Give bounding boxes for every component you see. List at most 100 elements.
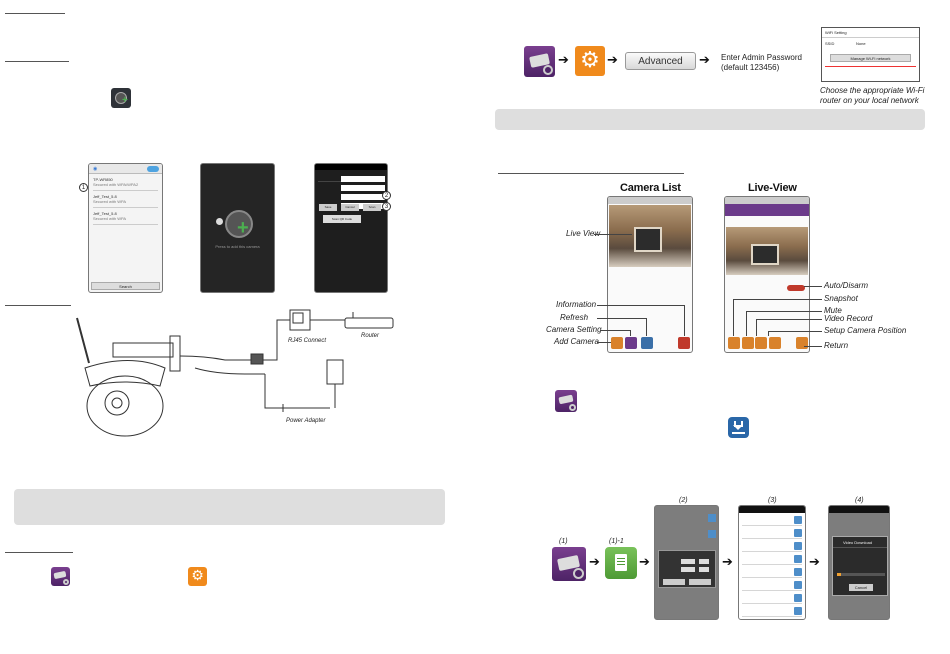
camera-app-icon — [51, 567, 70, 586]
step-marker: 1 — [79, 183, 88, 192]
power-adapter-label: Power Adapter — [286, 418, 326, 424]
add-camera-button[interactable] — [611, 337, 623, 349]
flow-arrow: ➔ — [809, 555, 820, 570]
setup-position-button[interactable] — [769, 337, 781, 349]
flow-arrow: ➔ — [589, 555, 600, 570]
download-icon[interactable] — [794, 542, 802, 550]
camera-setting-button[interactable] — [625, 337, 637, 349]
scan-qr-button[interactable]: Scan QR Code — [323, 215, 361, 223]
information-label: Information — [556, 300, 597, 309]
form-field[interactable] — [341, 185, 385, 191]
ssid-value: None — [856, 41, 866, 46]
download-icon[interactable] — [794, 529, 802, 537]
dialog-title: Video Download — [833, 537, 887, 548]
download-icon[interactable] — [794, 516, 802, 524]
cancel-button[interactable] — [689, 579, 711, 585]
dialog-box — [658, 550, 716, 588]
live-view-screen — [724, 196, 810, 353]
leader-line — [646, 318, 647, 336]
step-marker: 2 — [382, 191, 391, 200]
video-file-list-screen — [738, 505, 806, 620]
live-view-title: Live-View — [748, 182, 797, 194]
manage-wifi-button[interactable]: Manage Wi-Fi network — [830, 54, 911, 62]
refresh-label: Refresh — [560, 313, 589, 322]
settings-gear-icon: ⚙ — [188, 567, 207, 586]
choose-wifi-caption: router on your local network — [820, 96, 919, 105]
download-icon[interactable] — [794, 594, 802, 602]
camera-app-icon — [524, 46, 555, 77]
mute-button[interactable] — [742, 337, 754, 349]
flow-arrow: ➔ — [558, 53, 569, 68]
video-record-label: Video Record — [824, 314, 873, 323]
list-item[interactable] — [742, 567, 802, 578]
cancel-button[interactable]: Cancel — [341, 204, 359, 211]
info-banner — [495, 109, 925, 130]
mute-label: Mute — [824, 306, 842, 315]
enter-password-text: Enter Admin Password — [721, 53, 802, 62]
download-icon[interactable] — [794, 607, 802, 615]
list-item[interactable] — [742, 554, 802, 565]
return-button[interactable] — [796, 337, 808, 349]
section-rule — [5, 61, 69, 62]
refresh-button[interactable] — [641, 337, 653, 349]
router-label: Router — [361, 333, 380, 339]
save-button[interactable]: Save — [319, 204, 337, 211]
leader-line — [768, 331, 769, 336]
list-item[interactable] — [742, 580, 802, 591]
camera-app-icon — [555, 390, 577, 412]
download-icon[interactable] — [794, 555, 802, 563]
leader-line — [756, 319, 757, 336]
search-button[interactable]: Search — [91, 282, 160, 290]
download-icon[interactable] — [794, 581, 802, 589]
leader-line — [733, 299, 734, 336]
ok-button[interactable] — [663, 579, 685, 585]
leader-line — [594, 234, 632, 235]
section-rule — [5, 305, 71, 306]
list-item[interactable] — [742, 515, 802, 526]
scan-icon[interactable] — [216, 218, 223, 225]
wifi-setting-title: WiFi Setting — [822, 28, 919, 38]
rj45-label: RJ45 Connect — [288, 338, 327, 344]
alarm-toggle[interactable] — [787, 285, 805, 291]
step-label: (2) — [679, 497, 688, 504]
record-list-dialog-screen — [654, 505, 719, 620]
snapshot-label: Snapshot — [824, 294, 858, 303]
step-label: (1) — [559, 538, 568, 545]
live-view-thumbnail[interactable] — [609, 205, 691, 267]
leader-line — [746, 311, 747, 336]
list-item[interactable] — [742, 528, 802, 539]
list-item[interactable] — [742, 606, 802, 617]
leader-line — [630, 330, 631, 336]
list-item[interactable] — [742, 541, 802, 552]
return-label: Return — [824, 341, 849, 350]
advanced-button[interactable]: Advanced — [625, 52, 696, 70]
ssid-label: SSID — [825, 41, 835, 46]
step-label: (3) — [768, 497, 777, 504]
form-field[interactable] — [341, 194, 385, 200]
list-item[interactable] — [742, 593, 802, 604]
leader-line — [768, 331, 822, 332]
audio-label: Auto/Disarm — [824, 281, 869, 290]
add-hint: Press to add this camera — [215, 244, 260, 249]
live-view-label: Live View — [566, 229, 601, 238]
leader-line — [804, 346, 822, 347]
setup-camera-position-label: Setup Camera Position — [824, 326, 907, 335]
download-icon[interactable] — [794, 568, 802, 576]
leader-line — [756, 319, 822, 320]
add-icon[interactable]: + — [237, 217, 249, 239]
step-marker: 3 — [382, 202, 391, 211]
cancel-button[interactable]: Cancel — [849, 584, 873, 591]
section-rule — [5, 552, 73, 553]
form-field[interactable] — [341, 176, 385, 182]
information-button[interactable] — [678, 337, 690, 349]
scan-button[interactable]: Scan — [363, 204, 381, 211]
toggle-switch[interactable] — [147, 166, 159, 172]
flow-arrow: ➔ — [607, 53, 618, 68]
snapshot-button[interactable] — [728, 337, 740, 349]
leader-line — [684, 305, 685, 336]
leader-line — [597, 342, 611, 343]
video-record-button[interactable] — [755, 337, 767, 349]
